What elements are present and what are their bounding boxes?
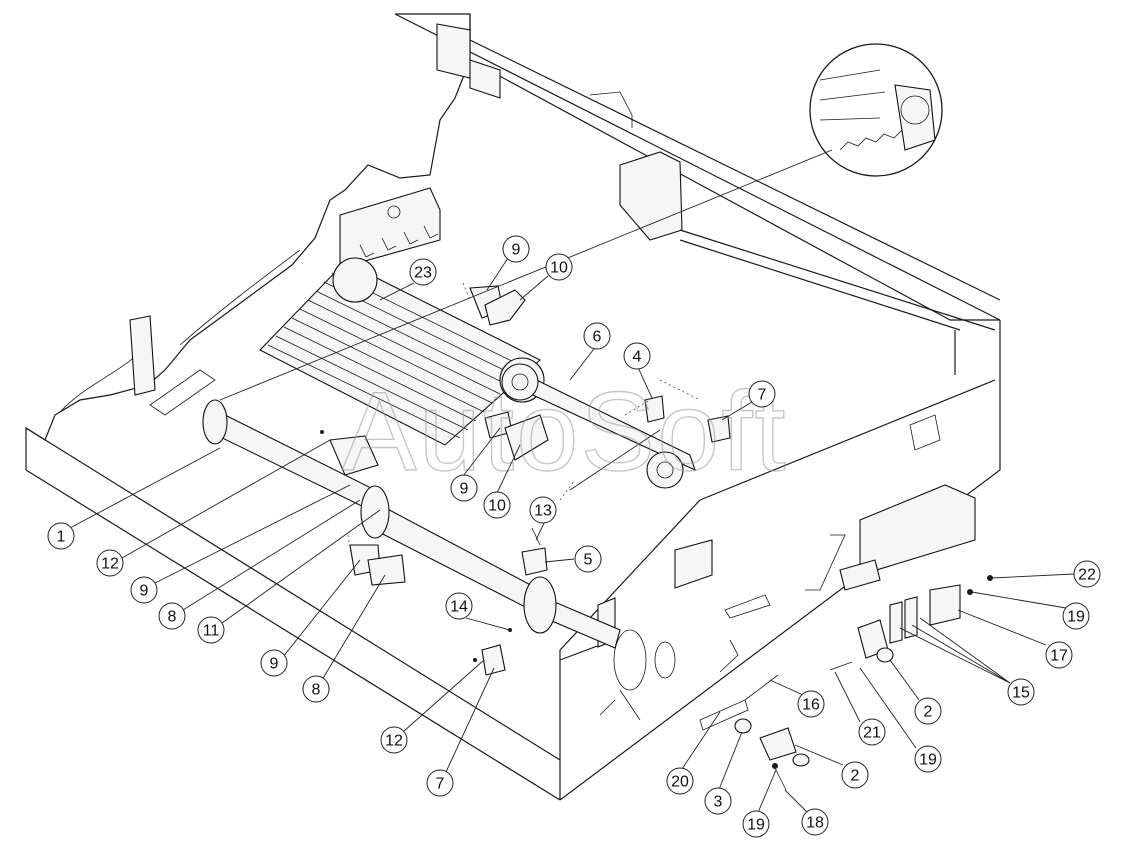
svg-text:9: 9 [140, 583, 149, 600]
callout-18: 18 [801, 808, 829, 836]
callout-9b: 9 [450, 474, 478, 502]
svg-text:16: 16 [802, 697, 820, 714]
frame-left-side-plate [25, 13, 561, 801]
callout-9d: 9 [260, 649, 288, 677]
callout-9c: 9 [130, 576, 158, 604]
svg-text:9: 9 [270, 656, 279, 673]
callout-3: 3 [704, 787, 732, 815]
callout-17: 17 [1045, 641, 1073, 669]
callout-15: 15 [1007, 678, 1035, 706]
svg-text:13: 13 [534, 503, 552, 520]
svg-text:10: 10 [550, 260, 568, 277]
callout-19a: 19 [1062, 602, 1090, 630]
svg-text:17: 17 [1050, 648, 1068, 665]
svg-text:19: 19 [747, 817, 765, 834]
callouts: 1 2 2 3 4 5 6 7 7 8 8 9 9 9 9 10 10 11 1… [47, 235, 1101, 838]
svg-text:7: 7 [436, 776, 445, 793]
svg-text:22: 22 [1078, 567, 1096, 584]
svg-text:11: 11 [203, 623, 220, 640]
svg-text:14: 14 [450, 599, 468, 616]
svg-text:15: 15 [1012, 685, 1030, 702]
watermark-text: AutoSoft [342, 369, 788, 494]
svg-text:4: 4 [633, 349, 642, 366]
svg-text:2: 2 [924, 704, 933, 721]
callout-1: 1 [47, 522, 75, 550]
callout-4: 4 [623, 342, 651, 370]
svg-text:7: 7 [758, 387, 767, 404]
svg-text:23: 23 [414, 265, 432, 282]
svg-text:21: 21 [863, 725, 881, 742]
callout-8a: 8 [158, 602, 186, 630]
svg-text:18: 18 [806, 815, 824, 832]
callout-19b: 19 [914, 745, 942, 773]
callout-2b: 2 [841, 761, 869, 789]
callout-21: 21 [858, 718, 886, 746]
callout-7a: 7 [748, 380, 776, 408]
frame-right-side-plate [559, 229, 1001, 801]
svg-text:6: 6 [593, 329, 602, 346]
callout-14: 14 [445, 592, 473, 620]
left-mount-bracket [129, 187, 441, 416]
callout-10a: 10 [545, 253, 573, 281]
callout-13: 13 [529, 496, 557, 524]
callout-12a: 12 [96, 549, 124, 577]
exploded-parts [320, 282, 993, 791]
svg-text:9: 9 [512, 242, 521, 259]
callout-2a: 2 [914, 697, 942, 725]
callout-9a: 9 [502, 235, 530, 263]
svg-text:12: 12 [101, 556, 119, 573]
svg-text:8: 8 [312, 682, 321, 699]
callout-19c: 19 [742, 810, 770, 838]
callout-23: 23 [409, 258, 437, 286]
svg-text:5: 5 [584, 552, 593, 569]
callout-22: 22 [1073, 560, 1101, 588]
svg-text:3: 3 [714, 794, 723, 811]
svg-text:1: 1 [57, 529, 66, 546]
svg-text:19: 19 [919, 752, 937, 769]
callout-20: 20 [666, 767, 694, 795]
callout-6: 6 [583, 322, 611, 350]
callout-10b: 10 [483, 491, 511, 519]
callout-7b: 7 [426, 769, 454, 797]
callout-5: 5 [574, 545, 602, 573]
svg-text:8: 8 [168, 609, 177, 626]
callout-11: 11 [197, 616, 225, 644]
detail-inset-chain [219, 43, 943, 401]
callout-12b: 12 [380, 726, 408, 754]
svg-text:20: 20 [671, 774, 689, 791]
shafts [202, 363, 696, 649]
svg-text:9: 9 [460, 481, 469, 498]
svg-text:2: 2 [851, 768, 860, 785]
svg-text:19: 19 [1067, 609, 1085, 626]
svg-text:12: 12 [385, 733, 403, 750]
callout-16: 16 [797, 690, 825, 718]
svg-text:10: 10 [488, 498, 506, 515]
callout-8b: 8 [302, 675, 330, 703]
